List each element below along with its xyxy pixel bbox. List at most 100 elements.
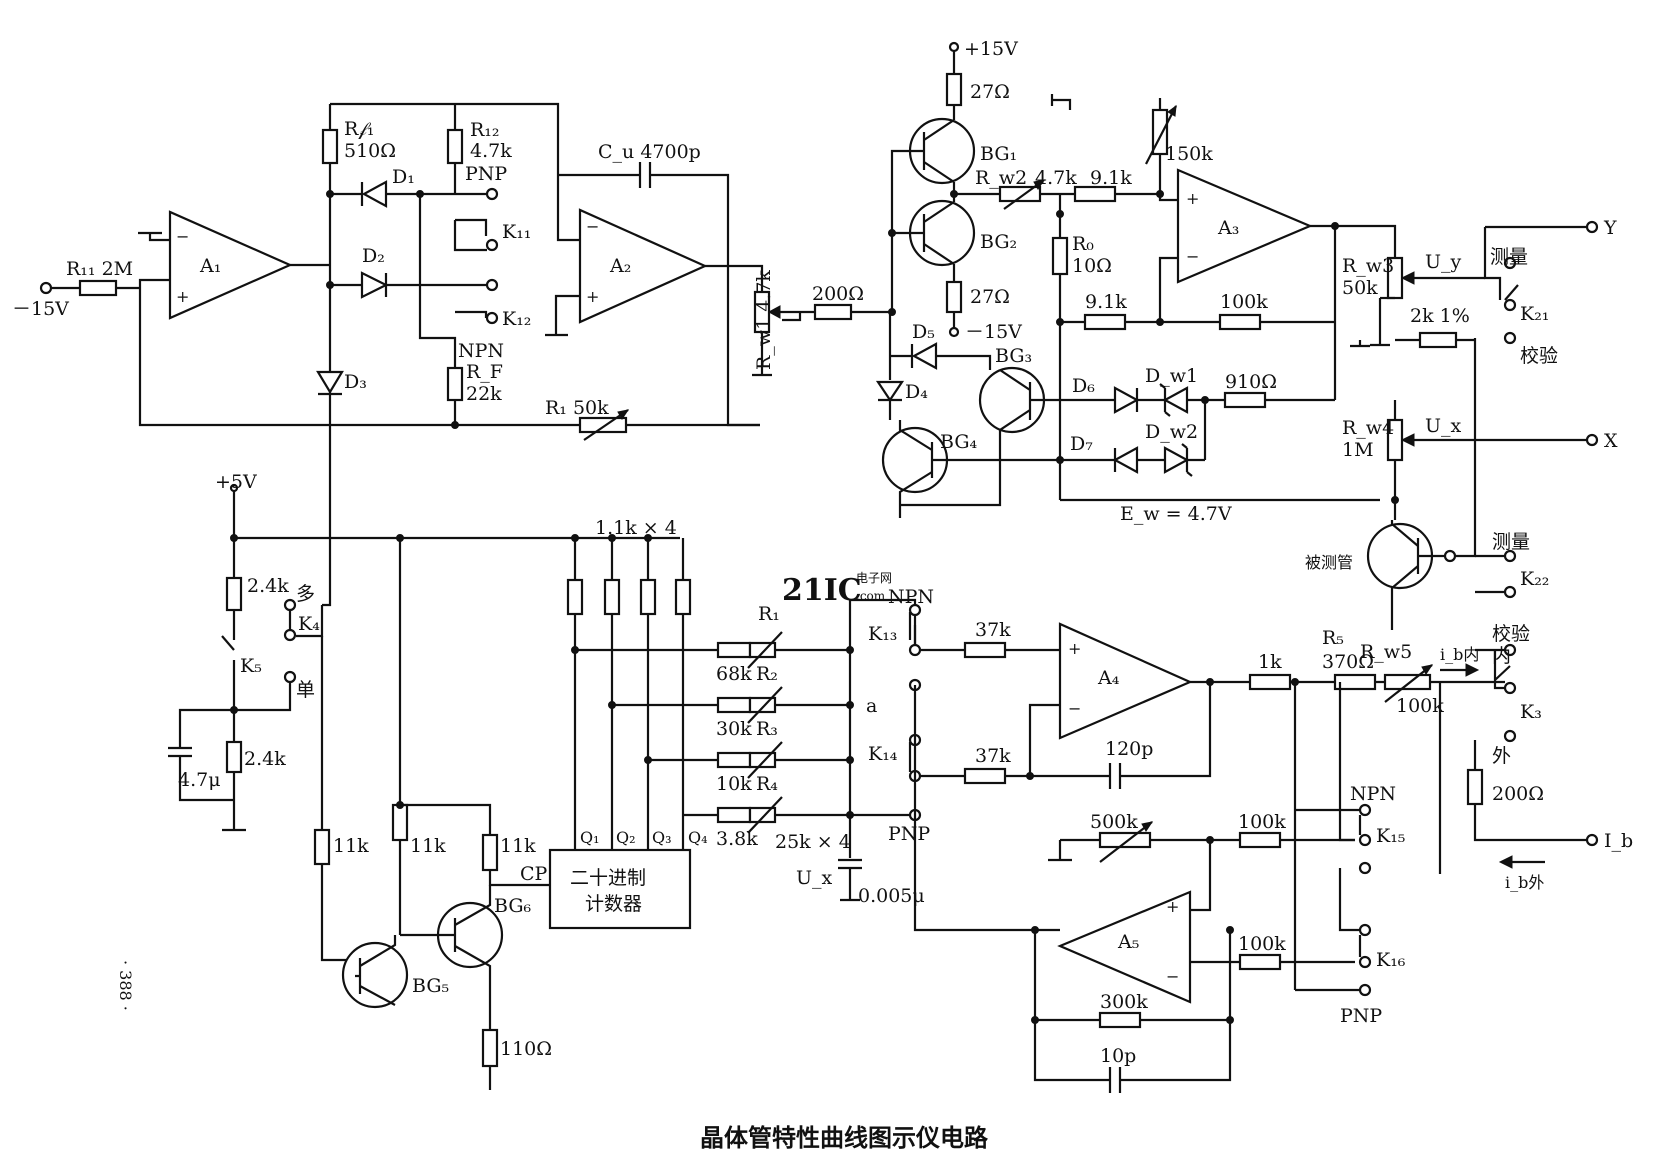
label-minus-a5: −: [1166, 967, 1179, 986]
resistor-rf1: [321, 128, 339, 165]
label-bg5: BG₅: [412, 975, 449, 997]
label-cu: C_u 4700p: [598, 141, 701, 163]
switch-k12: [455, 310, 488, 318]
watermark-brand: 21IC: [782, 573, 862, 608]
label-q4: Q₄: [688, 828, 708, 847]
zener-dw1: [1162, 386, 1189, 414]
resistor-37b: [963, 767, 1007, 785]
label-dut: 被测管: [1305, 553, 1353, 572]
counter-chip: [548, 848, 692, 930]
resistor-r11: [78, 279, 118, 297]
label-r27b: 27Ω: [970, 286, 1010, 308]
resistor-11x4-4: [674, 578, 692, 616]
label-r11c: 11k: [500, 835, 536, 857]
opamp-a5: [1057, 890, 1192, 1004]
label-q3: Q₃: [652, 828, 672, 847]
label-plus-a1: +: [176, 287, 189, 306]
label-r30: 30k: [716, 718, 752, 740]
label-npn3: NPN: [1350, 783, 1396, 805]
switch-k21: [1483, 225, 1587, 301]
resistor-91b: [1083, 313, 1127, 331]
diode-d1: [361, 180, 388, 208]
resistor-24b: [225, 740, 243, 774]
label-r2k: 2k 1%: [1410, 305, 1470, 327]
label-r100a: 100k: [1220, 291, 1268, 313]
label-r5: R₅: [1322, 627, 1344, 649]
output-stage: [890, 41, 1177, 500]
label-r24b: 2.4k: [244, 748, 286, 770]
label-r150: 150k: [1165, 143, 1213, 165]
resistor-r12: [446, 128, 464, 165]
opamp-a4: [1058, 622, 1193, 740]
label-d5: D₅: [912, 321, 935, 343]
resistor-100a: [1218, 313, 1262, 331]
a4-stage: [908, 603, 1505, 990]
label-d6: D₆: [1072, 375, 1095, 397]
label-ibout: i_b外: [1505, 873, 1544, 892]
label-r24a: 2.4k: [247, 575, 289, 597]
label-r300: 300k: [1100, 991, 1148, 1013]
label-meas2: 测量: [1492, 531, 1530, 553]
label-k22: K₂₂: [1520, 568, 1549, 590]
diode-d5: [911, 342, 938, 370]
switch-k16: [1338, 868, 1362, 957]
label-q1: Q₁: [580, 828, 600, 847]
resistor-11b: [391, 803, 409, 842]
label-r11x4: 1.1k × 4: [595, 517, 677, 539]
switch-k15: [1295, 808, 1362, 835]
watermark-sub: 电子网: [856, 571, 892, 585]
transistor-bg5: [341, 941, 409, 1009]
opamp-a2: [578, 208, 708, 324]
label-rw4: R_w4: [1342, 417, 1394, 439]
label-d4: D₄: [905, 381, 928, 403]
label-npn1: NPN: [458, 340, 504, 362]
label-pos15: +15V: [964, 38, 1018, 60]
resistor-1k: [1248, 673, 1292, 691]
label-rf1-val: 510Ω: [344, 140, 396, 162]
resistor-100c: [1238, 953, 1282, 971]
resistor-r5: [1333, 673, 1377, 691]
opamp-a1: [168, 210, 293, 320]
capacitor-120p: [1108, 763, 1122, 789]
label-r68: 68k: [716, 663, 752, 685]
resistor-37a: [963, 641, 1007, 659]
resistor-11x4-2: [603, 578, 621, 616]
label-plus-a4: +: [1068, 639, 1081, 658]
clamp-network: [875, 312, 1380, 518]
label-r0: R₀: [1072, 233, 1094, 255]
label-r200: 200Ω: [812, 283, 864, 305]
label-plus-a5: +: [1166, 897, 1179, 916]
resistor-11x4-3: [639, 578, 657, 616]
capacitor-cu: [638, 162, 652, 188]
label-calib2: 校验: [1492, 623, 1530, 645]
label-rr3: R₃: [756, 718, 778, 740]
resistor-910: [1223, 391, 1267, 409]
label-minus-a1: −: [176, 227, 189, 246]
label-a5: A₅: [1117, 931, 1139, 953]
label-rf1: R𝒻₁: [344, 118, 374, 140]
capacitor-47u: [168, 746, 192, 758]
diagram-caption: 晶体管特性曲线图示仪电路: [700, 1123, 989, 1152]
a5-stage: [913, 685, 1372, 1093]
label-multi: 多: [296, 583, 315, 605]
resistor-110: [481, 1028, 499, 1068]
diode-d6: [1113, 386, 1140, 414]
label-pnp1: PNP: [465, 163, 507, 185]
label-bg1: BG₁: [980, 143, 1017, 165]
label-r37b: 37k: [975, 745, 1011, 767]
resistor-91a: [1073, 185, 1117, 203]
counter-label-2: 计数器: [585, 893, 642, 915]
diode-d7: [1112, 446, 1139, 474]
watermark-domain: .com: [856, 589, 886, 603]
a1-stage: [39, 102, 760, 441]
label-rw3-val: 50k: [1342, 277, 1378, 299]
label-d7: D₇: [1070, 433, 1093, 455]
label-rw2-val: 4.7k: [1035, 167, 1077, 189]
label-k11: K₁₁: [502, 221, 531, 243]
label-outer: 外: [1492, 745, 1511, 767]
zener-dw2: [1163, 446, 1190, 474]
resistor-rf: [446, 366, 464, 402]
label-bg6: BG₆: [494, 895, 531, 917]
label-r1: R₁ 50k: [545, 397, 609, 419]
label-a2: A₂: [609, 255, 631, 277]
